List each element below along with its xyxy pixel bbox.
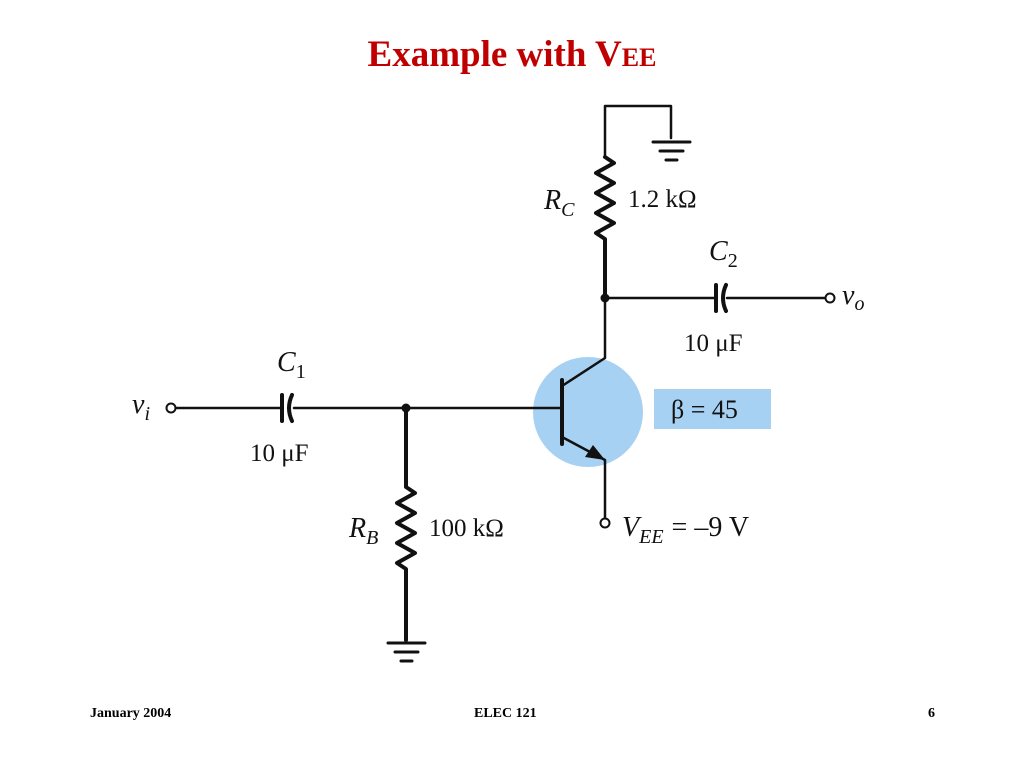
footer-page-number: 6	[928, 706, 935, 721]
footer-course: ELEC 121	[474, 706, 537, 721]
collector-junction	[600, 293, 610, 303]
collector-wire	[560, 296, 607, 388]
vi-terminal	[165, 402, 177, 414]
slide-title: Example with VEE	[0, 30, 1024, 83]
emitter-arrow-icon	[585, 445, 605, 460]
rc-label: RC	[543, 185, 575, 221]
c1-capacitor	[280, 393, 294, 423]
title-main: Example with V	[367, 34, 622, 75]
rb-value: 100 kΩ	[429, 515, 504, 542]
rc-value: 1.2 kΩ	[628, 186, 697, 213]
c1-label: C1	[277, 347, 306, 383]
vee-terminal	[599, 517, 611, 529]
title-subscript: EE	[621, 43, 657, 72]
c2-value: 10 μF	[684, 330, 743, 357]
vi-label: vi	[132, 389, 150, 425]
vee-label: VEE= –9 V	[622, 512, 749, 548]
base-junction	[401, 403, 411, 413]
footer-date: January 2004	[90, 706, 172, 721]
bottom-ground-icon	[386, 641, 427, 663]
c1-value: 10 μF	[250, 440, 309, 467]
beta-box	[654, 389, 771, 429]
top-wire	[603, 104, 673, 159]
beta-label: β = 45	[671, 395, 738, 424]
rb-label: RB	[348, 513, 378, 549]
vo-label: vo	[842, 280, 864, 315]
rb-resistor	[395, 406, 417, 642]
c2-capacitor	[714, 283, 728, 313]
top-ground-icon	[651, 140, 692, 162]
rc-resistor	[594, 155, 616, 300]
c2-label: C2	[709, 236, 738, 272]
vo-terminal	[824, 292, 836, 304]
